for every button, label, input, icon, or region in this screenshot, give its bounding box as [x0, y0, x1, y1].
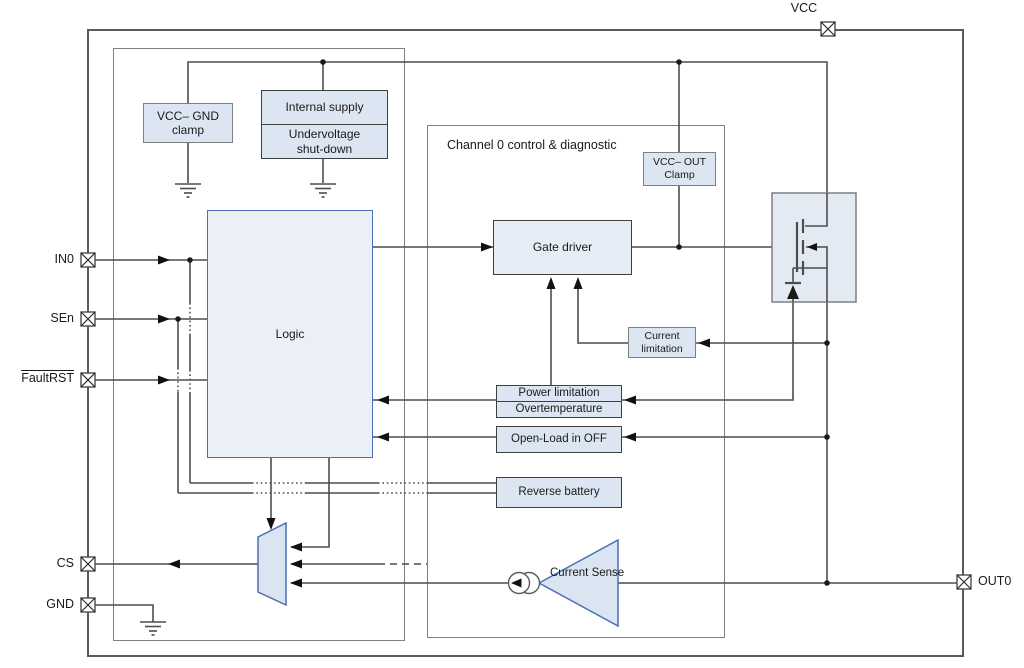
- pin-cs-symbol: [80, 556, 96, 572]
- internal-supply-top-cell: Internal supply: [262, 91, 387, 124]
- block-label: Overtemperature: [515, 402, 603, 415]
- channel0-block-outline: [427, 125, 725, 638]
- block-label: VCC– GND: [156, 108, 219, 123]
- pin-out0-symbol: [956, 574, 972, 590]
- ground-symbol-gnd: [140, 621, 166, 636]
- pin-gnd-label: GND: [46, 597, 74, 611]
- ground-symbol-clamp: [175, 183, 201, 198]
- block-label: clamp: [171, 123, 204, 137]
- pin-cs-label: CS: [56, 556, 74, 570]
- block-label: Current: [644, 329, 680, 342]
- block-label: VCC– OUT: [652, 156, 707, 169]
- block-open-load: Open-Load in OFF: [496, 426, 622, 453]
- pin-in0-label: IN0: [54, 252, 74, 266]
- block-label: Undervoltage: [288, 127, 361, 142]
- junction-dots: [175, 59, 830, 586]
- pin-faultrst-label: FaultRST: [6, 371, 74, 386]
- pin-sen-label: SEn: [50, 311, 74, 325]
- block-label: Logic: [275, 326, 305, 341]
- mosfet-body-arrow: [807, 243, 817, 251]
- current-sense-symbol: [507, 538, 619, 628]
- block-label: Reverse battery: [518, 485, 600, 498]
- supply-logic-block-outline: [113, 48, 405, 641]
- block-label: Sense: [591, 567, 625, 579]
- pin-vcc-label: VCC: [790, 1, 818, 15]
- arrowheads: [158, 242, 710, 588]
- pin-out0-label: OUT0: [978, 574, 1012, 588]
- sense-mux-wires: [95, 458, 957, 622]
- channel0-title: Channel 0: [447, 138, 504, 152]
- block-vcc-gnd-clamp: VCC– GND clamp: [143, 103, 233, 143]
- pin-faultrst-symbol: [80, 372, 96, 388]
- current-source-arrow: [511, 578, 522, 588]
- block-label: Current: [550, 567, 589, 579]
- channel0-header: Channel 0 control & diagnostic: [447, 137, 617, 154]
- block-vcc-out-clamp: VCC– OUT Clamp: [643, 152, 716, 186]
- pin-sen-symbol: [80, 311, 96, 327]
- ground-symbol-supply: [310, 183, 336, 198]
- block-label: Internal supply: [285, 100, 364, 115]
- block-label: Clamp: [664, 169, 695, 181]
- block-internal-supply: Internal supply Undervoltage shut-down: [261, 90, 388, 159]
- cell-divider: [262, 124, 387, 125]
- pin-in0-symbol: [80, 252, 96, 268]
- input-wires: [95, 259, 496, 494]
- block-label: shut-down: [296, 141, 353, 156]
- current-sense-label: Current Sense: [550, 566, 624, 581]
- block-label: Open-Load in OFF: [511, 432, 607, 445]
- overtemperature-cell: Overtemperature: [497, 402, 621, 417]
- block-power-limitation: Power limitation Overtemperature: [496, 385, 622, 418]
- diagnostic-wires: [373, 302, 828, 583]
- mosfet-symbol: [771, 192, 857, 303]
- block-label: Power limitation: [518, 386, 600, 399]
- undervoltage-cell: Undervoltage shut-down: [262, 125, 387, 158]
- block-gate-driver: Gate driver: [493, 220, 632, 275]
- block-label: Gate driver: [532, 240, 593, 255]
- block-reverse-battery: Reverse battery: [496, 477, 622, 508]
- pin-vcc-symbol: [820, 21, 836, 37]
- chip-boundary: [87, 29, 964, 657]
- mux-symbol: [257, 521, 287, 607]
- pin-gnd-symbol: [80, 597, 96, 613]
- block-label: limitation: [641, 342, 683, 355]
- channel0-subtitle: control & diagnostic: [507, 138, 617, 152]
- gate-drive-wires: [373, 246, 827, 385]
- power-limitation-cell: Power limitation: [497, 386, 621, 401]
- body-diode: [785, 268, 801, 302]
- supply-rail-wires: [187, 61, 828, 247]
- cell-divider: [497, 401, 621, 402]
- block-current-limitation: Current limitation: [628, 327, 696, 358]
- pin-faultrst-text: FaultRST: [21, 371, 74, 385]
- block-logic: Logic: [207, 210, 373, 458]
